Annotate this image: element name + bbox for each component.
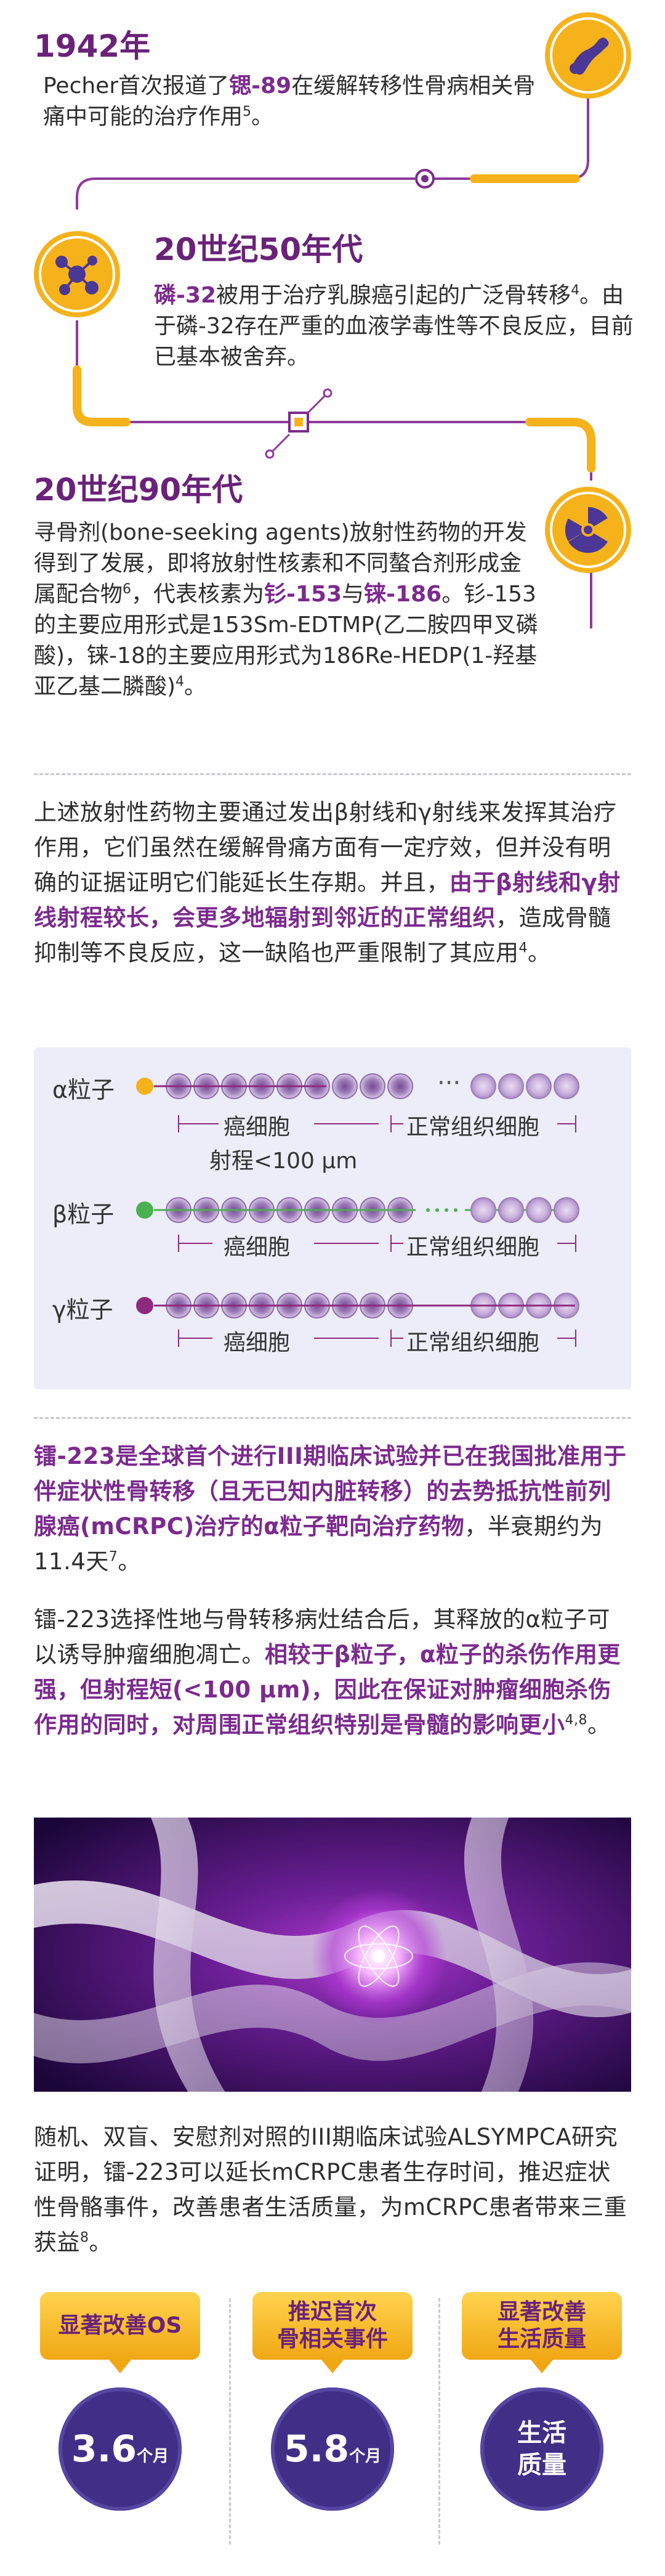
radiation-icon	[545, 487, 631, 573]
timeline-year-1990s: 20世纪90年代	[34, 472, 243, 508]
stat-divider	[438, 2298, 440, 2545]
timeline-text-1990s: 寻骨剂(bone-seeking agents)放射性药物的开发得到了发展，即将…	[34, 520, 538, 699]
alpha-normal-label: 正常组织细胞	[406, 1115, 540, 1140]
paragraph-radium-mechanism: 镭-223选择性地与骨转移病灶结合后，其释放的α粒子可以诱导肿瘤细胞凋亡。相较于…	[34, 1606, 621, 1738]
stat-os-value: 3.6	[71, 2428, 137, 2471]
bone-icon	[545, 12, 631, 99]
gamma-particle-dot	[136, 1297, 153, 1314]
molecule-icon	[34, 231, 120, 317]
stat-qol-text: 生活质量	[517, 2419, 566, 2479]
gamma-particle-label: γ粒子	[52, 1296, 113, 1323]
timeline: 1942年 Pecher首次报道了锶-89在缓解转移性骨病相关骨痛中可能的治疗作…	[0, 0, 665, 758]
dna-illustration	[34, 1818, 631, 2092]
alpha-particle-label: α粒子	[52, 1076, 115, 1103]
stat-os-tag: 显著改善OS	[40, 2292, 200, 2373]
stat-os-unit: 个月	[137, 2447, 169, 2466]
timeline-year-1942: 1942年	[34, 28, 151, 64]
stat-sre: 推迟首次骨相关事件 5.8个月	[246, 2292, 419, 2551]
gamma-normal-label: 正常组织细胞	[406, 1330, 540, 1355]
stat-sre-unit: 个月	[349, 2447, 382, 2466]
timeline-connector	[73, 86, 595, 628]
section-divider	[34, 773, 631, 775]
paragraph-alsympca: 随机、双盲、安慰剂对照的III期临床试验ALSYMPCA研究证明，镭-223可以…	[34, 2124, 627, 2256]
stat-qol-tag: 显著改善生活质量	[462, 2292, 622, 2373]
gamma-tumor-label: 癌细胞	[224, 1330, 291, 1355]
stat-qol: 显著改善生活质量 生活质量	[456, 2292, 628, 2551]
timeline-year-1950s: 20世纪50年代	[154, 232, 363, 267]
stat-sre-tag: 推迟首次骨相关事件	[252, 2292, 413, 2373]
stat-sre-value: 5.8	[283, 2428, 350, 2471]
alpha-range-label: 射程<100 μm	[209, 1148, 358, 1174]
ellipsis: ···	[437, 1069, 461, 1097]
paragraph-limitations: 上述放射性药物主要通过发出β射线和γ射线来发挥其治疗作用，它们虽然在缓解骨痛方面…	[34, 799, 621, 966]
alpha-particle-dot	[136, 1078, 153, 1095]
section-divider	[34, 1417, 631, 1419]
stat-os: 显著改善OS 3.6个月	[34, 2292, 206, 2551]
timeline-text-1942: Pecher首次报道了锶-89在缓解转移性骨病相关骨痛中可能的治疗作用5。	[43, 73, 536, 129]
beta-tumor-label: 癌细胞	[224, 1235, 291, 1260]
particle-rows-graphic	[136, 1073, 579, 1347]
stat-sre-circle: 5.8个月	[271, 2387, 394, 2511]
timeline-text-1950s: 磷-32被用于治疗乳腺癌引起的广泛骨转移4。由于磷-32存在严重的血液学毒性等不…	[154, 283, 634, 370]
beta-particle-label: β粒子	[52, 1201, 115, 1228]
particle-range-diagram: α粒子 β粒子 γ粒子	[34, 1047, 631, 1389]
alpha-normal-cells	[470, 1073, 579, 1099]
beta-normal-label: 正常组织细胞	[406, 1235, 540, 1260]
stat-os-circle: 3.6个月	[58, 2387, 182, 2511]
alpha-tumor-label: 癌细胞	[224, 1115, 291, 1140]
stat-qol-circle: 生活质量	[480, 2387, 603, 2511]
paragraph-radium-intro: 镭-223是全球首个进行III期临床试验并已在我国批准用于伴症状性骨转移（且无已…	[34, 1443, 627, 1575]
stat-divider	[229, 2298, 231, 2545]
beta-particle-dot	[136, 1201, 153, 1219]
